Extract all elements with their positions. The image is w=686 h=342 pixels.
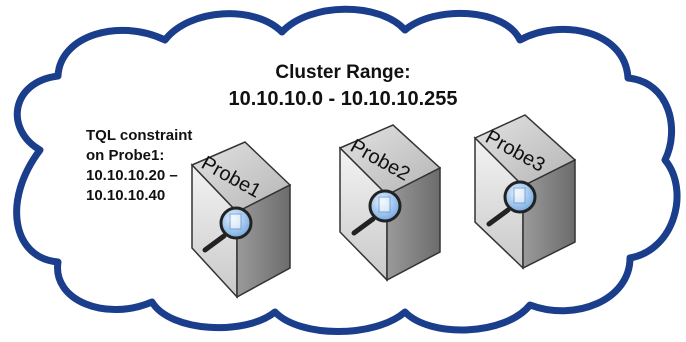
magnifier-icon bbox=[351, 189, 402, 236]
cluster-range-title: Cluster Range: bbox=[275, 62, 411, 83]
constraint-line: on Probe1: bbox=[86, 147, 165, 164]
tql-constraint-note: TQL constraint on Probe1: 10.10.10.20 – … bbox=[86, 126, 206, 206]
probe2-server bbox=[338, 124, 442, 282]
constraint-line: TQL constraint bbox=[86, 127, 193, 144]
magnifier-icon bbox=[202, 206, 253, 253]
magnifier-icon bbox=[486, 180, 537, 227]
constraint-line: 10.10.10.20 – bbox=[86, 167, 178, 184]
probe1-server bbox=[190, 141, 292, 299]
cluster-range-value: 10.10.10.0 - 10.10.10.255 bbox=[228, 88, 458, 110]
constraint-line: 10.10.10.40 bbox=[86, 187, 166, 204]
probe3-server bbox=[473, 114, 577, 270]
